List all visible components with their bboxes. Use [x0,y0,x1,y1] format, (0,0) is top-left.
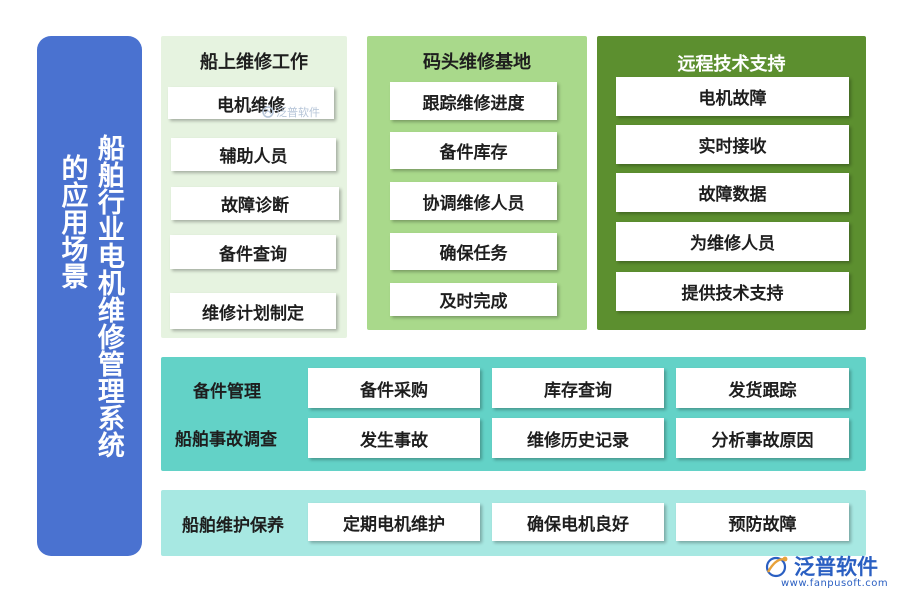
accident-label: 船舶事故调查 [175,430,277,450]
accident-item-occur: 发生事故 [308,418,480,458]
remote-item-for-staff: 为维修人员 [616,222,849,261]
side-title-line-2: 的应用场景 [56,153,88,289]
side-title-bar: 船舶行业电机维修管理系统 的应用场景 [37,36,142,556]
watermark-small-text: 泛普软件 [276,106,320,119]
spare-parts-label: 备件管理 [193,382,261,402]
brand-url: www.fanpusoft.com [781,578,889,589]
parts-item-delivery: 发货跟踪 [676,368,849,408]
dock-item-stock: 备件库存 [390,132,557,169]
parts-item-stock-query: 库存查询 [492,368,664,408]
dock-item-coordinate: 协调维修人员 [390,182,557,220]
ship-item-plan: 维修计划制定 [170,293,336,329]
dock-item-track: 跟踪维修进度 [390,82,557,120]
parts-item-purchase: 备件采购 [308,368,480,408]
watermark-small: 泛普软件 [262,104,320,120]
remote-item-support: 提供技术支持 [616,272,849,311]
remote-item-receive: 实时接收 [616,125,849,164]
side-title-line-1: 船舶行业电机维修管理系统 [92,134,124,458]
accident-item-analysis: 分析事故原因 [676,418,849,458]
remote-item-fault: 电机故障 [616,77,849,116]
brand-logo: 泛普软件 [764,551,878,581]
ship-item-assistant: 辅助人员 [171,138,336,171]
panel-dock-base-title: 码头维修基地 [423,52,531,73]
watermark-logo-icon [262,106,274,118]
maint-item-regular: 定期电机维护 [308,503,480,541]
panel-remote-support-title: 远程技术支持 [677,54,786,75]
ship-item-diagnosis: 故障诊断 [171,187,339,220]
brand-logo-icon [765,556,788,578]
maint-item-ensure-good: 确保电机良好 [492,503,664,541]
remote-item-data: 故障数据 [616,173,849,212]
maintenance-label: 船舶维护保养 [182,516,284,536]
ship-item-parts-query: 备件查询 [170,235,336,269]
accident-item-history: 维修历史记录 [492,418,664,458]
maint-item-prevent: 预防故障 [676,503,849,541]
panel-ship-repair-title: 船上维修工作 [200,52,308,73]
dock-item-ensure: 确保任务 [390,233,557,270]
ship-item-motor-repair: 电机维修 [168,87,334,119]
brand-logo-text: 泛普软件 [794,555,878,579]
dock-item-complete: 及时完成 [390,283,557,316]
